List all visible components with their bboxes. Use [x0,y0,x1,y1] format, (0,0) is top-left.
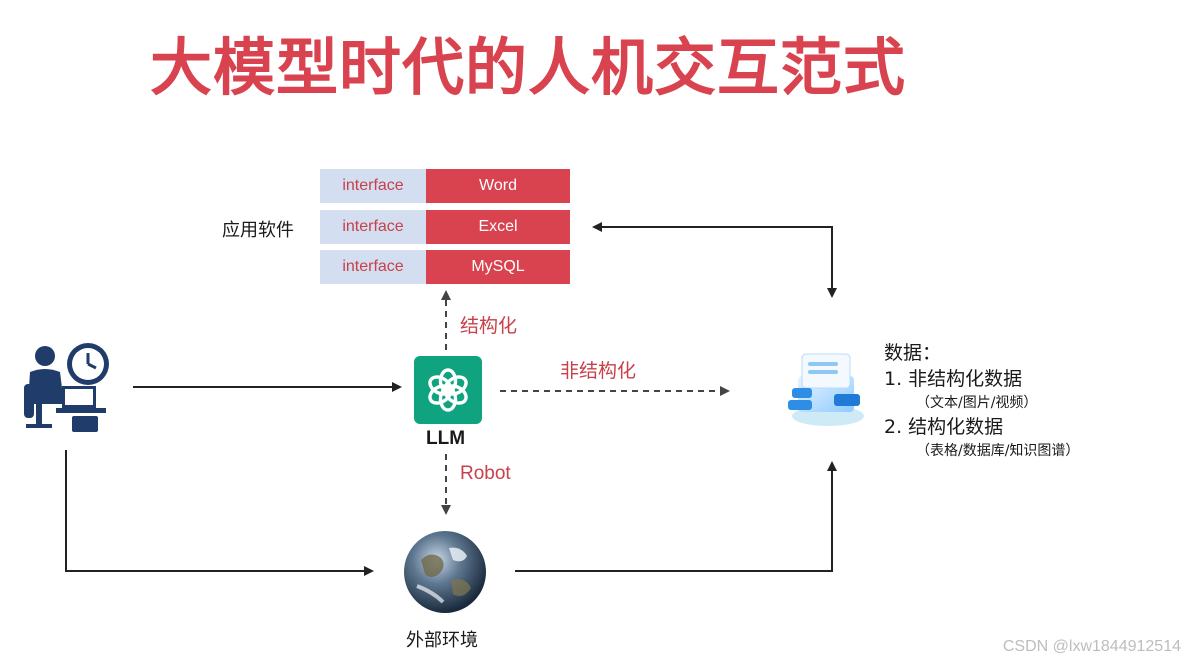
environment-label: 外部环境 [406,630,478,651]
page-title: 大模型时代的人机交互范式 [150,31,907,104]
llm-label: LLM [426,428,466,449]
data-item-unstructured: 1. 非结构化数据 [884,368,1023,390]
app-cell-excel: Excel [426,210,570,244]
database-server-icon [784,346,868,430]
earth-globe-icon [403,530,487,614]
data-item-structured: 2. 结构化数据 [884,416,1004,438]
edge-label-unstructured: 非结构化 [560,360,637,382]
edge-label-structured: 结构化 [460,315,518,337]
interface-cell: interface [320,210,426,244]
data-item-structured-sub: （表格/数据库/知识图谱） [916,443,1080,459]
watermark: CSDN @lxw1844912514 [1002,638,1181,655]
user-at-computer-with-clock-icon [20,338,114,436]
software-label: 应用软件 [222,220,294,241]
app-cell-word: Word [426,169,570,203]
openai-logo-icon [428,368,468,412]
software-data-link [594,226,837,298]
environment-to-data-arrow [515,461,837,572]
software-row-mysql: interface MySQL [320,250,570,284]
edge-label-robot: Robot [460,463,511,484]
data-description: 数据： 1. 非结构化数据 （文本/图片/视频） 2. 结构化数据 （表格/数据… [884,340,1079,462]
data-item-unstructured-sub: （文本/图片/视频） [916,395,1038,411]
llm-node [414,356,482,424]
app-cell-mysql: MySQL [426,250,570,284]
data-heading: 数据： [884,342,942,364]
interface-cell: interface [320,169,426,203]
software-row-excel: interface Excel [320,210,570,244]
interface-cell: interface [320,250,426,284]
software-row-word: interface Word [320,169,570,203]
user-to-environment-arrow [65,450,374,576]
